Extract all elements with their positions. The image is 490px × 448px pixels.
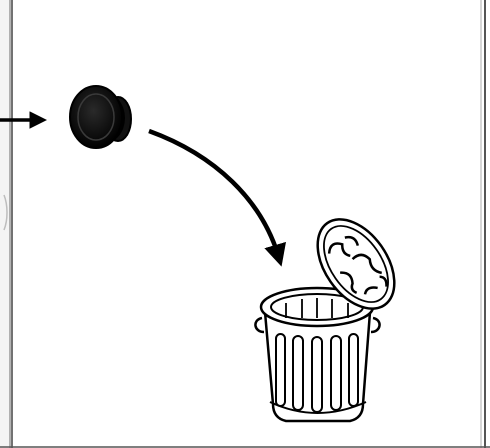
trash-can-icon	[254, 218, 396, 423]
arrow-to-trash-can	[148, 128, 286, 267]
right-frame-edge	[480, 0, 486, 448]
knob-icon	[69, 85, 132, 149]
left-frame-edge	[0, 0, 13, 448]
